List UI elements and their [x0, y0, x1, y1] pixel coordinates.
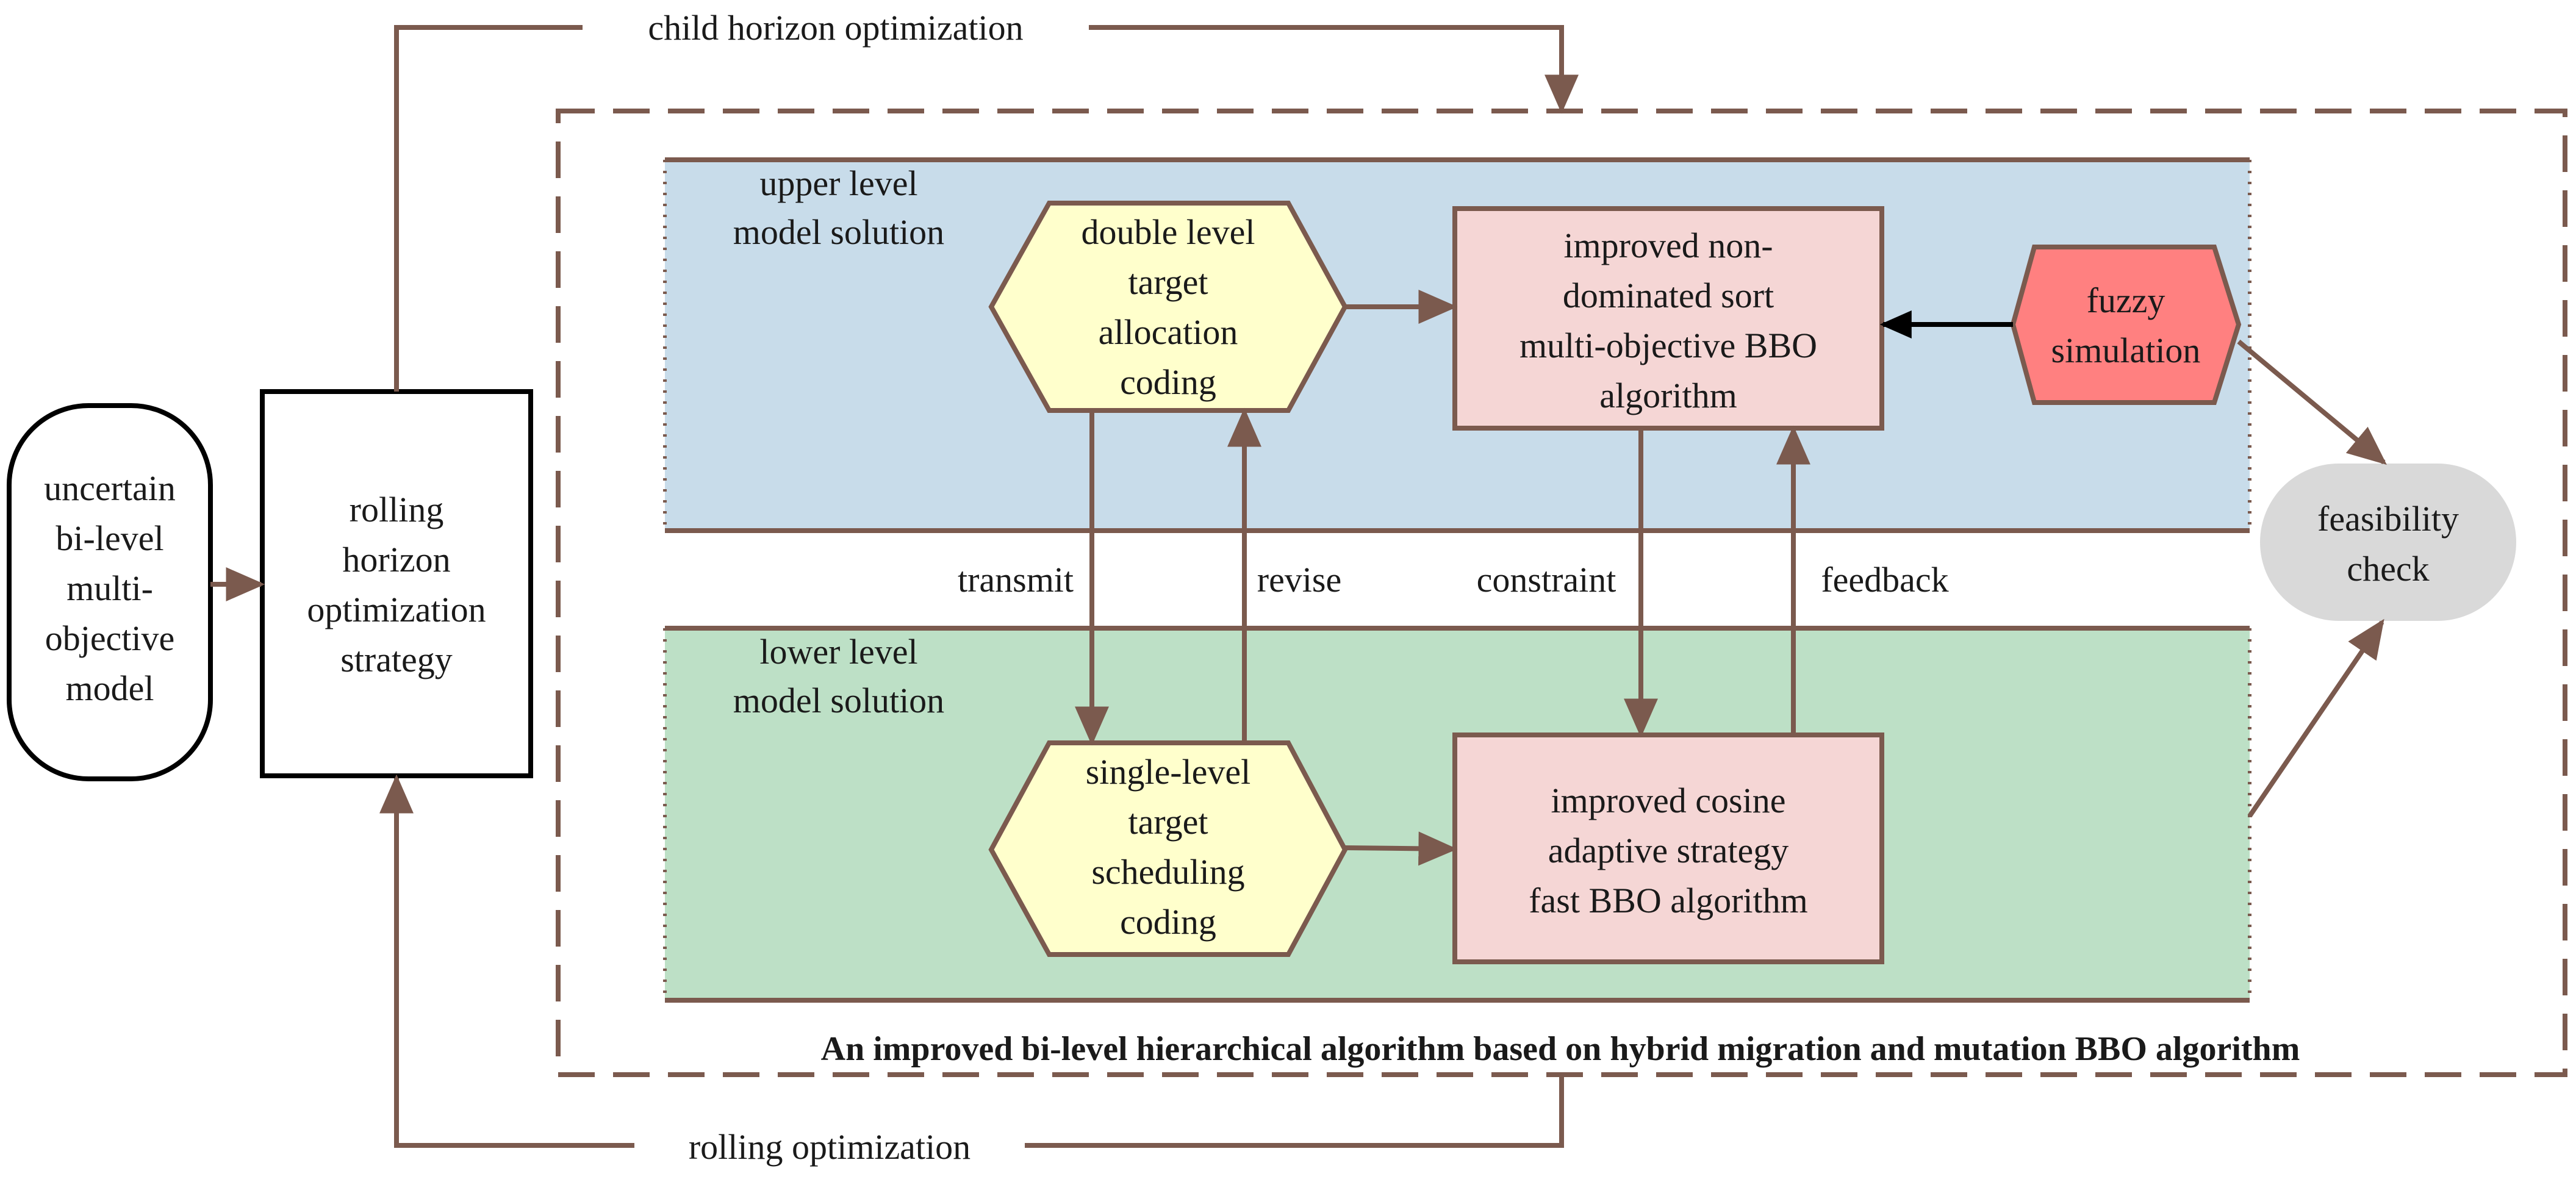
double-level-coding-node: double level target allocation coding — [988, 201, 1348, 413]
cosine-line-3: fast BBO algorithm — [1529, 881, 1808, 920]
upper-region-label-2: model solution — [733, 212, 944, 252]
nsga-line-2: dominated sort — [1563, 276, 1774, 315]
model-line-3: multi- — [66, 568, 153, 608]
algorithm-caption: An improved bi-level hierarchical algori… — [821, 1030, 2300, 1068]
strategy-node: rolling horizon optimization strategy — [260, 389, 533, 778]
cosine-bbo-node: improved cosine adaptive strategy fast B… — [1452, 732, 1884, 964]
model-node: uncertain bi-level multi- objective mode… — [7, 403, 213, 781]
lower-region-label-1: lower level — [759, 632, 917, 672]
model-line-4: objective — [45, 618, 175, 658]
cosine-line-1: improved cosine — [1551, 781, 1786, 820]
single-coding-line-4: coding — [1120, 902, 1216, 942]
single-coding-line-1: single-level — [1086, 752, 1251, 792]
strategy-line-2: horizon — [342, 540, 450, 579]
constraint-label: constraint — [1477, 560, 1616, 600]
single-level-coding-node: single-level target scheduling coding — [988, 740, 1348, 957]
arrow-lower-to-feasibility — [2247, 618, 2384, 818]
double-coding-line-3: allocation — [1099, 312, 1238, 352]
upper-region-label-1: upper level — [759, 163, 917, 203]
arrow-single-to-cosine — [1344, 831, 1458, 866]
model-line-5: model — [66, 668, 154, 708]
transmit-label: transmit — [958, 560, 1074, 600]
lower-region-label-2: model solution — [733, 681, 944, 720]
fuzzy-line-2: simulation — [2051, 331, 2201, 370]
strategy-line-3: optimization — [307, 590, 486, 629]
child-horizon-label-bg — [583, 6, 1089, 50]
model-line-1: uncertain — [44, 468, 176, 508]
revise-label: revise — [1257, 560, 1342, 600]
feasibility-check-node: feasibility check — [2260, 464, 2516, 621]
nsga-line-4: algorithm — [1599, 376, 1737, 415]
double-coding-line-1: double level — [1081, 212, 1255, 252]
cosine-line-2: adaptive strategy — [1548, 831, 1789, 870]
fuzzy-line-1: fuzzy — [2087, 281, 2165, 320]
rolling-optimization-label: rolling optimization — [689, 1127, 970, 1167]
nsga-bbo-node: improved non- dominated sort multi-objec… — [1452, 206, 1884, 431]
model-line-2: bi-level — [56, 518, 163, 558]
feedback-label: feedback — [1821, 560, 1948, 600]
nsga-line-3: multi-objective BBO — [1519, 326, 1817, 365]
single-coding-line-2: target — [1128, 802, 1208, 842]
fuzzy-simulation-node: fuzzy simulation — [2010, 245, 2242, 405]
rolling-optimization-label-bg — [634, 1126, 1025, 1170]
double-coding-line-4: coding — [1120, 362, 1216, 402]
single-coding-line-3: scheduling — [1091, 852, 1244, 892]
feasibility-line-2: check — [2347, 549, 2429, 589]
strategy-line-4: strategy — [340, 640, 453, 679]
arrow-fuzzy-to-feasibility — [2237, 339, 2387, 465]
nsga-line-1: improved non- — [1563, 226, 1773, 265]
feasibility-line-1: feasibility — [2317, 499, 2459, 539]
double-coding-line-2: target — [1128, 262, 1208, 302]
child-horizon-label: child horizon optimization — [648, 8, 1023, 48]
strategy-line-1: rolling — [350, 490, 444, 529]
